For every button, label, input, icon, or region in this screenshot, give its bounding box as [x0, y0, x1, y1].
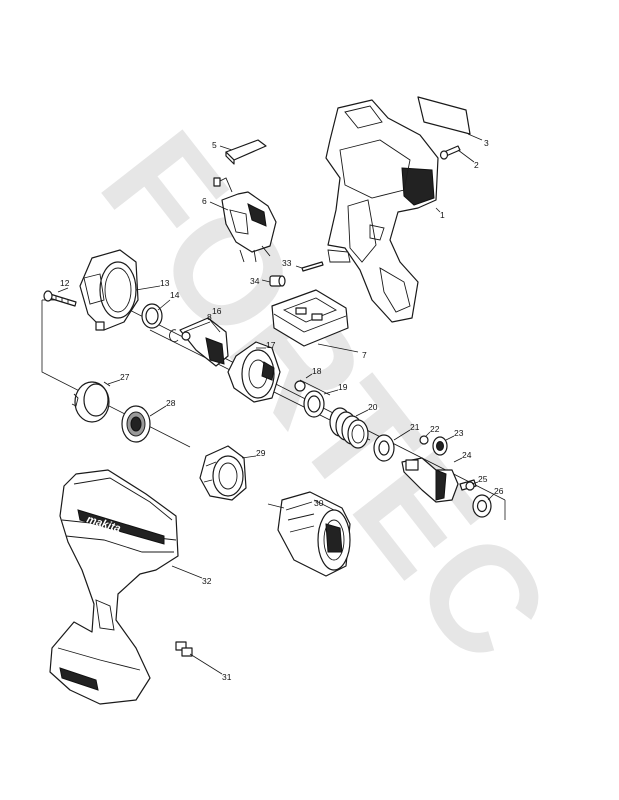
part-12-screw	[43, 290, 77, 307]
part-17-hammer	[227, 341, 281, 403]
callout-22: 22	[430, 424, 440, 434]
callout-7: 7	[362, 350, 367, 360]
callout-3: 3	[484, 138, 489, 148]
part-31-terminal	[175, 641, 193, 657]
callout-8: 8	[207, 312, 212, 322]
callout-labels: 1 2 3 5 6 7 8 12 13 14 16 17 18 19 20 21…	[60, 138, 504, 682]
watermark-text: FORTEC	[70, 101, 582, 690]
callout-2: 2	[474, 160, 479, 170]
part-13-hammer-case	[79, 249, 139, 331]
callout-19: 19	[338, 382, 348, 392]
part-19-washer	[303, 390, 325, 418]
callout-30: 30	[314, 498, 324, 508]
part-34-cap	[269, 275, 286, 287]
part-2-screw	[439, 145, 461, 160]
part-21-washer	[373, 434, 395, 462]
part-18-steel-ball	[294, 380, 306, 392]
callout-24: 24	[462, 450, 472, 460]
part-16-anvil	[179, 317, 229, 367]
part-27-ring	[71, 381, 111, 423]
part-7-controller	[271, 289, 349, 347]
callout-28: 28	[166, 398, 176, 408]
part-24-spindle	[401, 457, 459, 503]
callout-21: 21	[410, 422, 420, 432]
callout-20: 20	[368, 402, 378, 412]
callout-31: 31	[222, 672, 232, 682]
callout-34: 34	[250, 276, 260, 286]
callout-18: 18	[312, 366, 322, 376]
watermark: FORTEC	[70, 101, 582, 690]
callout-26: 26	[494, 486, 504, 496]
part-29-internal-gear	[199, 445, 247, 501]
part-28-ball-bearing	[121, 405, 151, 443]
part-6-switch	[213, 177, 277, 263]
part-3-nameplate	[417, 96, 471, 135]
part-14-washer	[141, 303, 163, 329]
callout-6: 6	[202, 196, 207, 206]
part-26-washer	[472, 494, 492, 518]
part-5-switch-lever	[225, 139, 267, 165]
part-20-spring	[329, 407, 369, 449]
callout-13: 13	[160, 278, 170, 288]
callout-17: 17	[266, 340, 276, 350]
leader-lines	[57, 133, 495, 675]
part-22-steel-ball	[419, 435, 429, 445]
part-25-pin	[459, 479, 477, 491]
part-33-pin	[301, 261, 324, 272]
callout-32: 32	[202, 576, 212, 586]
callout-25: 25	[478, 474, 488, 484]
part-8-snap-ring	[169, 329, 179, 343]
callout-33: 33	[282, 258, 292, 268]
callout-12: 12	[60, 278, 70, 288]
callout-5: 5	[212, 140, 217, 150]
part-1-housing-cover	[325, 99, 439, 323]
callout-1: 1	[440, 210, 445, 220]
part-23-bearing	[432, 436, 448, 456]
callout-29: 29	[256, 448, 266, 458]
callout-27: 27	[120, 372, 130, 382]
callout-23: 23	[454, 428, 464, 438]
callout-16: 16	[212, 306, 222, 316]
part-32-housing: makita	[49, 469, 179, 705]
callout-14: 14	[170, 290, 180, 300]
